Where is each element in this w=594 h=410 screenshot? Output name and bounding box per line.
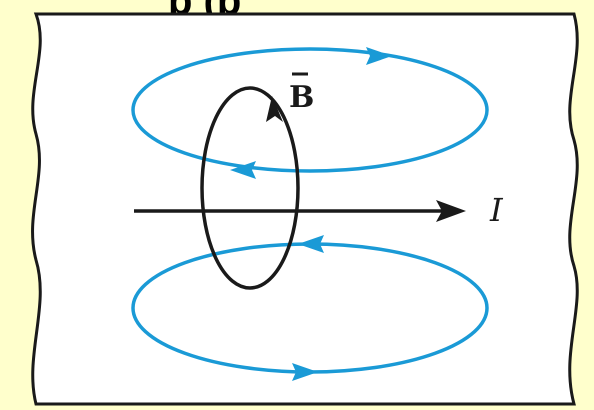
current-arrowhead-icon [436, 200, 466, 222]
arrowhead-icon [366, 47, 392, 65]
field-label-b-text: B [289, 80, 314, 115]
field-label-b: B [289, 72, 314, 115]
arrowhead-icon [266, 96, 283, 122]
arrowhead-icon [298, 235, 324, 253]
arrowhead-icon [230, 161, 256, 179]
field-loop-b [200, 86, 300, 290]
arrowhead-icon [292, 363, 318, 381]
current-label-i: I [489, 191, 504, 229]
sheet-background [31, 12, 579, 406]
field-line-upper [131, 47, 489, 173]
